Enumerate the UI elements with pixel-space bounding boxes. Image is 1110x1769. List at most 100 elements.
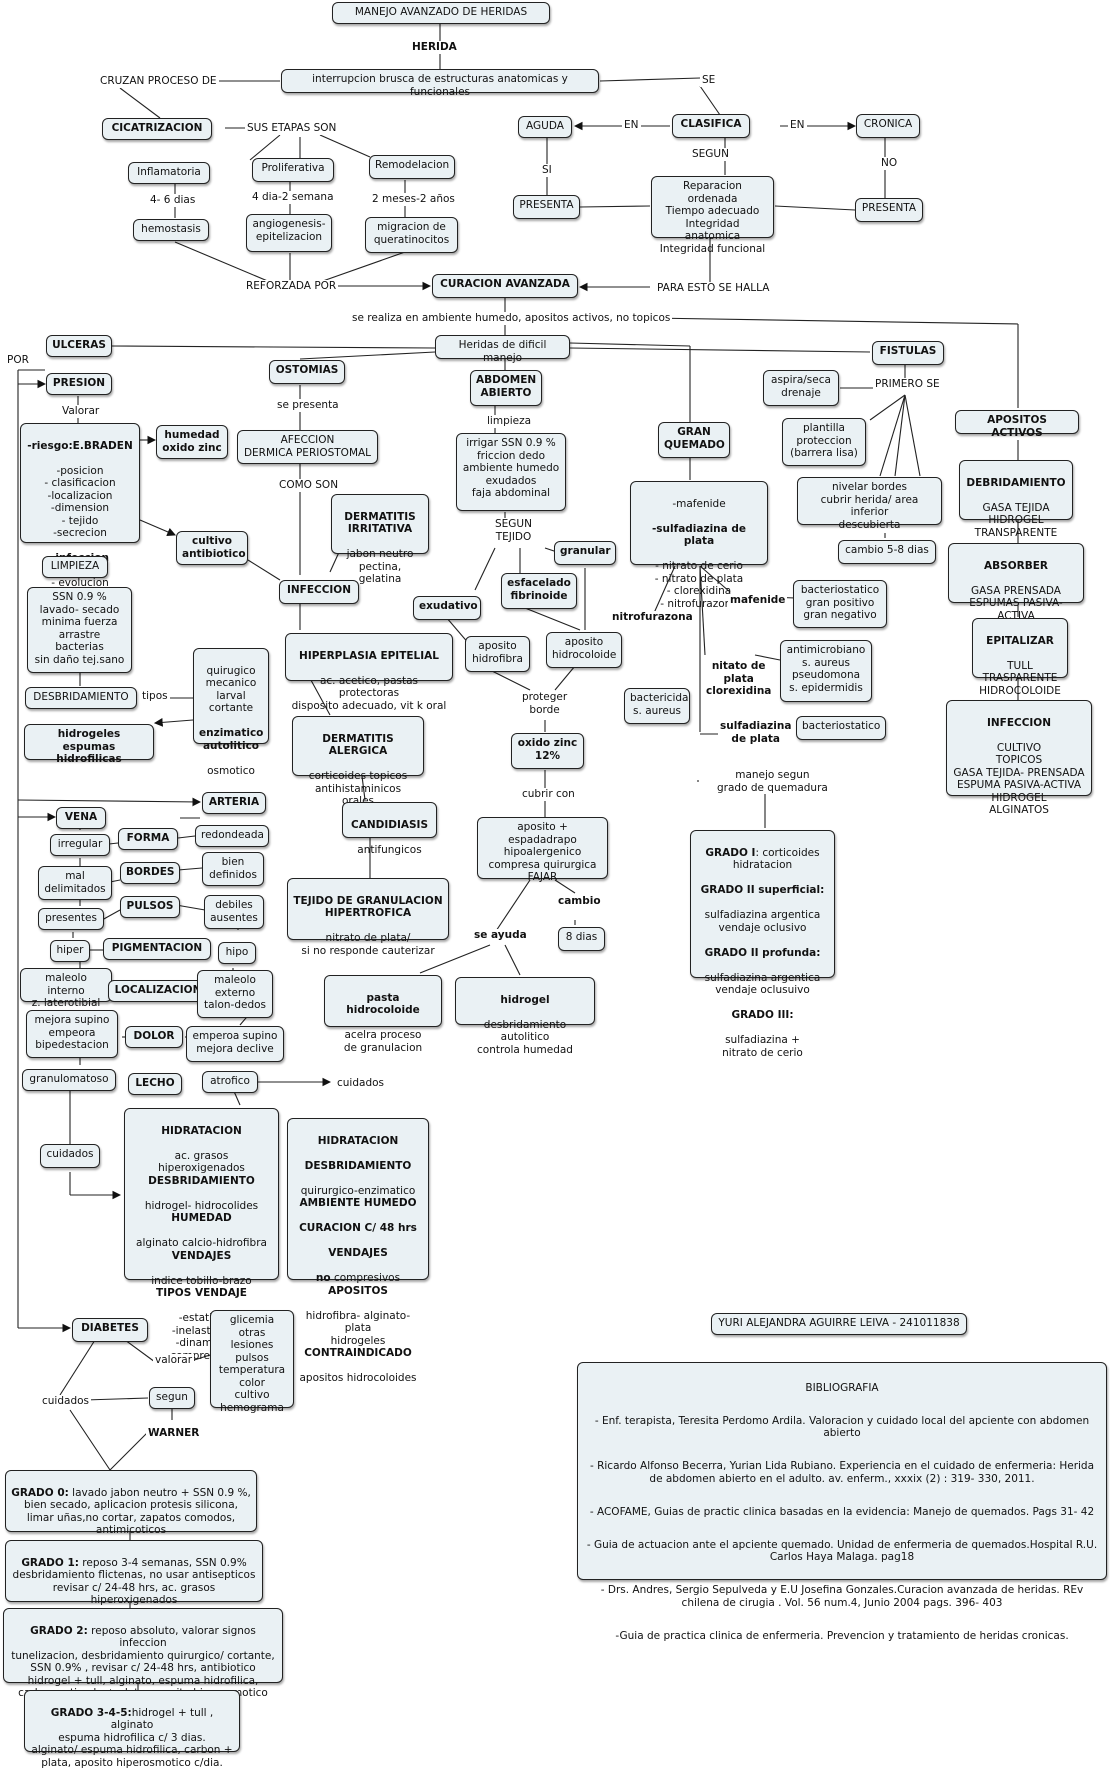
bibliografia-title: BIBLIOGRAFIA [805, 1381, 879, 1394]
ac-2-text: quirurgico-enzimatico [300, 1184, 416, 1197]
arteria-node[interactable]: ARTERIA [202, 792, 266, 814]
presenta-node-1: PRESENTA [513, 195, 580, 219]
apositos-activos-node[interactable]: APOSITOS ACTIVOS [955, 410, 1079, 439]
braden-title: -riesgo:E.BRADEN [27, 439, 133, 452]
link-como-son: COMO SON [277, 479, 341, 492]
link-nitrato: nitato de plata clorexidina [704, 660, 774, 698]
grado-q-2-label: GRADO II superficial: [700, 884, 825, 896]
vc-1-label: HIDRATACION [161, 1124, 242, 1137]
vc-5-label: TIPOS VENDAJE [156, 1287, 247, 1299]
grado-q-4-text: sulfadiazina + nitrato de cerio [722, 1034, 803, 1059]
grado-1-node: GRADO 1: reposo 3-4 semanas, SSN 0.9% de… [5, 1540, 263, 1619]
quemado-list-node: -mafenide -sulfadiazina de plata - nitra… [630, 481, 768, 610]
hidrogel-node: hidrogel desbridamiento autolitico contr… [455, 977, 595, 1056]
link-segun-tejido: SEGUN TEJIDO [493, 518, 534, 543]
limpieza-node: LIMPIEZA [42, 556, 108, 578]
candidiasis-title: CANDIDIASIS [350, 818, 429, 831]
ac-8-label: CONTRAINDICADO [304, 1347, 412, 1359]
grados-quemadura-node: GRADO I: corticoides hidratacion GRADO I… [690, 830, 835, 1059]
afeccion-node: AFECCION DERMICA PERIOSTOMAL [237, 430, 378, 464]
link-se-presenta: se presenta [275, 399, 341, 412]
grado-345-node: GRADO 3-4-5:hidrogel + tull , alginato e… [24, 1690, 240, 1769]
link-primero-se: PRIMERO SE [873, 378, 942, 391]
link-valorar: Valorar [60, 405, 102, 418]
candidiasis-node: CANDIDIASIS antifungicos [342, 802, 437, 856]
ulceras-node[interactable]: ULCERAS [46, 335, 112, 357]
angiogenesis-node: angiogenesis- epitelizacion [246, 214, 332, 252]
mejora-supino-node: mejora supino empeora bipedestacion [26, 1010, 118, 1058]
desbridamiento-activo-title: DEBRIDAMIENTO [966, 476, 1066, 489]
link-nitrofurazona: nitrofurazona [610, 611, 695, 624]
link-si: SI [540, 164, 554, 177]
bib-item: -Guia de practica clinica de enfermeria.… [615, 1629, 1069, 1642]
fistulas-node[interactable]: FISTULAS [872, 341, 944, 365]
granulomatoso-node: granulomatoso [22, 1069, 116, 1091]
inflamatoria-node: Inflamatoria [128, 162, 210, 184]
irrigar-node: irrigar SSN 0.9 % friccion dedo ambiente… [456, 433, 566, 511]
presion-node[interactable]: PRESION [46, 373, 112, 395]
empeora-supino-node: emperoa supino mejora declive [186, 1026, 284, 1062]
bacteriostatico-node-2: bacteriostatico [796, 716, 886, 740]
tipos-b: enzimatico autolitico [199, 727, 264, 752]
aposito-hidrocoloide-node: aposito hidrocoloide [546, 632, 622, 668]
infeccion-activo-title: INFECCION [986, 716, 1052, 729]
diabetes-node[interactable]: DIABETES [72, 1318, 148, 1342]
link-reforzada: REFORZADA POR [244, 280, 339, 293]
link-mafenide: mafenide [728, 594, 788, 607]
link-t1: 4- 6 dias [148, 194, 198, 207]
maleolo-interno-node: maleolo interno z. laterotibial [20, 968, 112, 1009]
grado-1-label: GRADO 1: [21, 1556, 79, 1569]
link-tipos: tipos [140, 690, 170, 703]
pasta-title: pasta hidrocoloide [346, 991, 420, 1017]
link-manejo-segun: manejo segun grado de quemadura [715, 769, 830, 794]
bacteriostatico-node-1: bacteriostatico gran positivo gran negat… [793, 580, 887, 628]
aspira-node: aspira/seca drenaje [763, 370, 839, 406]
pigmentacion-node: PIGMENTACION [103, 938, 211, 960]
grado-2-label: GRADO 2: [30, 1624, 88, 1637]
gran-quemado-node[interactable]: GRAN QUEMADO [658, 422, 730, 458]
ac-6-label: no [315, 1272, 331, 1284]
maleolo-externo-node: maleolo externo talon-dedos [197, 970, 273, 1018]
grado-q-3-text: sulfadiazina argentica vendaje oclusuivo [704, 971, 821, 997]
absorber-title: ABSORBER [984, 559, 1048, 572]
author-node: YURI ALEJANDRA AGUIRRE LEIVA - 241011838 [711, 1313, 967, 1335]
link-para-esto: PARA ESTO SE HALLA [655, 282, 772, 295]
ostomias-node[interactable]: OSTOMIAS [269, 360, 345, 384]
quemado-list-b: -sulfadiazina de plata [651, 522, 747, 548]
humedad-node: humedad oxido zinc [156, 425, 228, 459]
braden-node: -riesgo:E.BRADEN -posicion - clasificaci… [20, 423, 140, 589]
granulacion-text: nitrato de plata/ si no responde cauteri… [301, 932, 435, 957]
vc-4-text: indice tobillo-brazo [151, 1274, 252, 1287]
epitelizar-title: EPITALIZAR [986, 634, 1054, 647]
cultivo-node: cultivo antibiotico [176, 531, 248, 565]
clasifica-node: CLASIFICA [672, 114, 750, 138]
glicemia-node: glicemia otras lesiones pulsos temperatu… [210, 1310, 294, 1414]
hidrogel-text: desbridamiento autolitico controla humed… [477, 1018, 573, 1056]
ac-8-text: apositos hidrocoloides [299, 1372, 417, 1384]
cronica-node: CRONICA [856, 114, 920, 138]
ac-6-text: compresivos [330, 1272, 401, 1284]
bactericida-node: bactericida s. aureus [624, 688, 690, 724]
link-limpieza-abd: limpieza [485, 415, 534, 428]
link-ambiente: se realiza en ambiente humedo, apositos … [350, 312, 673, 325]
aposito-espadadrapo-node: aposito + espadadrapo hipoalergenico com… [477, 817, 608, 883]
exudativo-node: exudativo [413, 596, 481, 620]
oxido-zinc-node: oxido zinc 12% [511, 733, 584, 769]
grado-q-2-text: sulfadiazina argentica vendaje oclusivo [704, 909, 821, 934]
absorber-node: ABSORBER GASA PRENSADA ESPUMAS PASIVA- A… [948, 543, 1084, 634]
grado-0-label: GRADO 0: [11, 1486, 69, 1499]
dificil-manejo-node[interactable]: Heridas de dificil manejo [435, 335, 570, 364]
abdomen-abierto-node[interactable]: ABDOMEN ABIERTO [470, 370, 542, 406]
presenta-node-2: PRESENTA [855, 198, 923, 222]
dermatitis-alergica-node: DERMATITIS ALERGICA corticoides topicos … [292, 716, 424, 807]
link-t3: 2 meses-2 años [370, 193, 457, 206]
cicatrizacion-node: CICATRIZACION [102, 118, 212, 140]
curacion-avanzada-node[interactable]: CURACION AVANZADA [432, 274, 578, 298]
link-valorar-diab: valorar [153, 1354, 195, 1367]
vc-3-label: HUMEDAD [171, 1212, 232, 1224]
vena-node[interactable]: VENA [56, 807, 106, 829]
lecho-node: LECHO [128, 1073, 182, 1095]
hidrogeles-node: hidrogeles espumas hidrofilicas [24, 724, 154, 765]
link-cambio: cambio [556, 895, 603, 908]
